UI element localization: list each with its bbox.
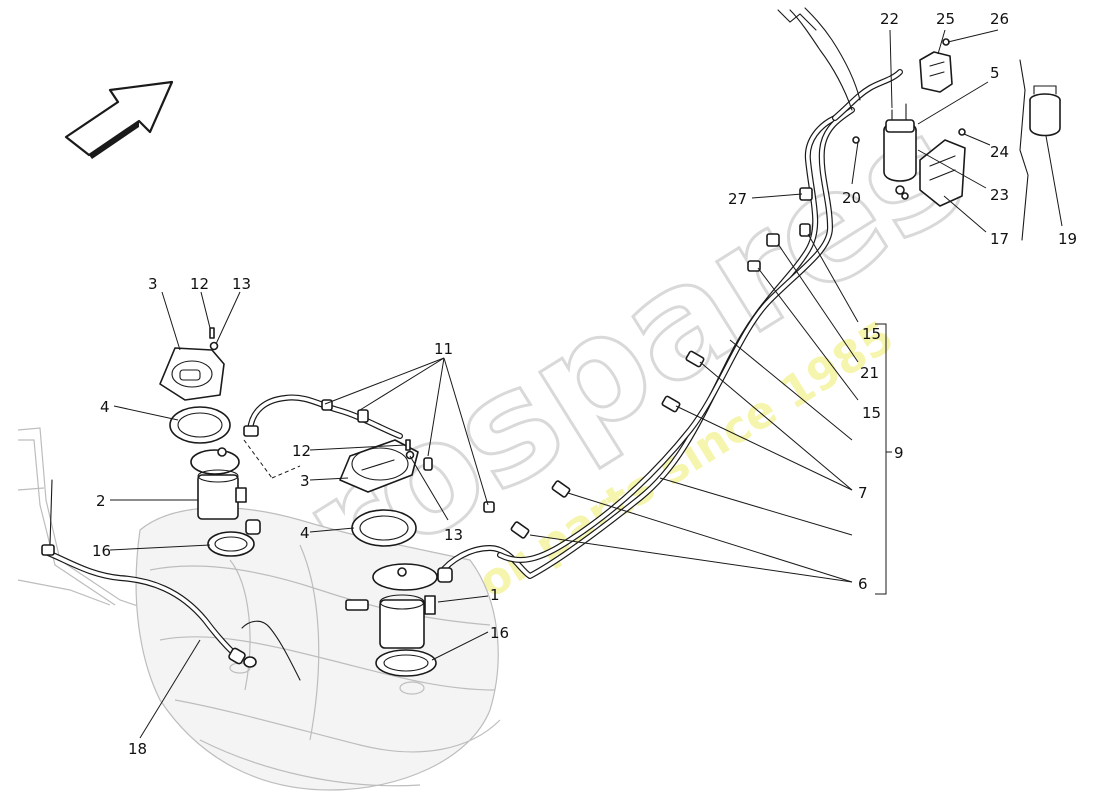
bracket-part-25 [919,51,953,93]
clip-part-15 [747,260,761,272]
vent-hose-part-11 [243,394,495,513]
callout-23: 23 [990,186,1009,204]
seal-ring-part-4-mid [351,509,417,547]
fuel-filter-part-5 [883,103,917,182]
fuel-pump-part-1 [345,563,438,649]
pump-cover-part-3-mid [339,439,419,493]
seal-ring-part-16-right [375,649,437,677]
callout-17: 17 [990,230,1009,248]
callout-13-mid: 13 [444,526,463,544]
fuel-pump-part-2 [190,447,261,535]
callout-21: 21 [860,364,879,382]
mount-bracket-part-23 [901,128,966,207]
callout-16-left: 16 [92,542,111,560]
clip-part-15-b [799,223,811,237]
callout-15-upper: 15 [862,325,881,343]
callout-27: 27 [728,190,747,208]
callout-6: 6 [858,575,868,593]
leader-lines [109,29,1063,739]
callout-16-right: 16 [490,624,509,642]
callout-2: 2 [96,492,106,510]
callout-20: 20 [842,189,861,207]
callout-13-left: 13 [232,275,251,293]
clip-part-21 [766,233,780,247]
callout-11: 11 [434,340,453,358]
callout-3-left: 3 [148,275,158,293]
fuel-filter-assembly [852,38,1061,241]
callout-12-left: 12 [190,275,209,293]
callout-24: 24 [990,143,1009,161]
callout-4-left: 4 [100,398,110,416]
seal-ring-part-4-left [169,406,231,444]
clip-part-6-a [551,480,571,498]
callout-25: 25 [936,10,955,28]
callout-9: 9 [894,444,904,462]
callout-labels: 3 12 13 4 2 16 18 11 12 3 4 13 1 16 6 7 … [92,10,1077,758]
pump-cover-part-3-left [159,347,225,401]
filter-cartridge-part-19 [1029,85,1061,137]
callout-3-mid: 3 [300,472,310,490]
filler-hose-part-18 [41,479,301,681]
callout-19: 19 [1058,230,1077,248]
seal-ring-part-16-left [207,531,255,557]
callout-7: 7 [858,484,868,502]
fuel-line-assembly-part-9 [437,7,903,583]
callout-4-mid: 4 [300,524,310,542]
callout-1: 1 [490,586,500,604]
callout-5: 5 [990,64,1000,82]
callout-22: 22 [880,10,899,28]
clip-part-6-b [510,521,530,539]
callout-26: 26 [990,10,1009,28]
clip-part-7-b [661,395,681,413]
callout-18: 18 [128,740,147,758]
left-pump-assembly [159,327,301,557]
direction-arrow-icon [64,80,174,159]
callout-15-lower: 15 [862,404,881,422]
callout-12-mid: 12 [292,442,311,460]
